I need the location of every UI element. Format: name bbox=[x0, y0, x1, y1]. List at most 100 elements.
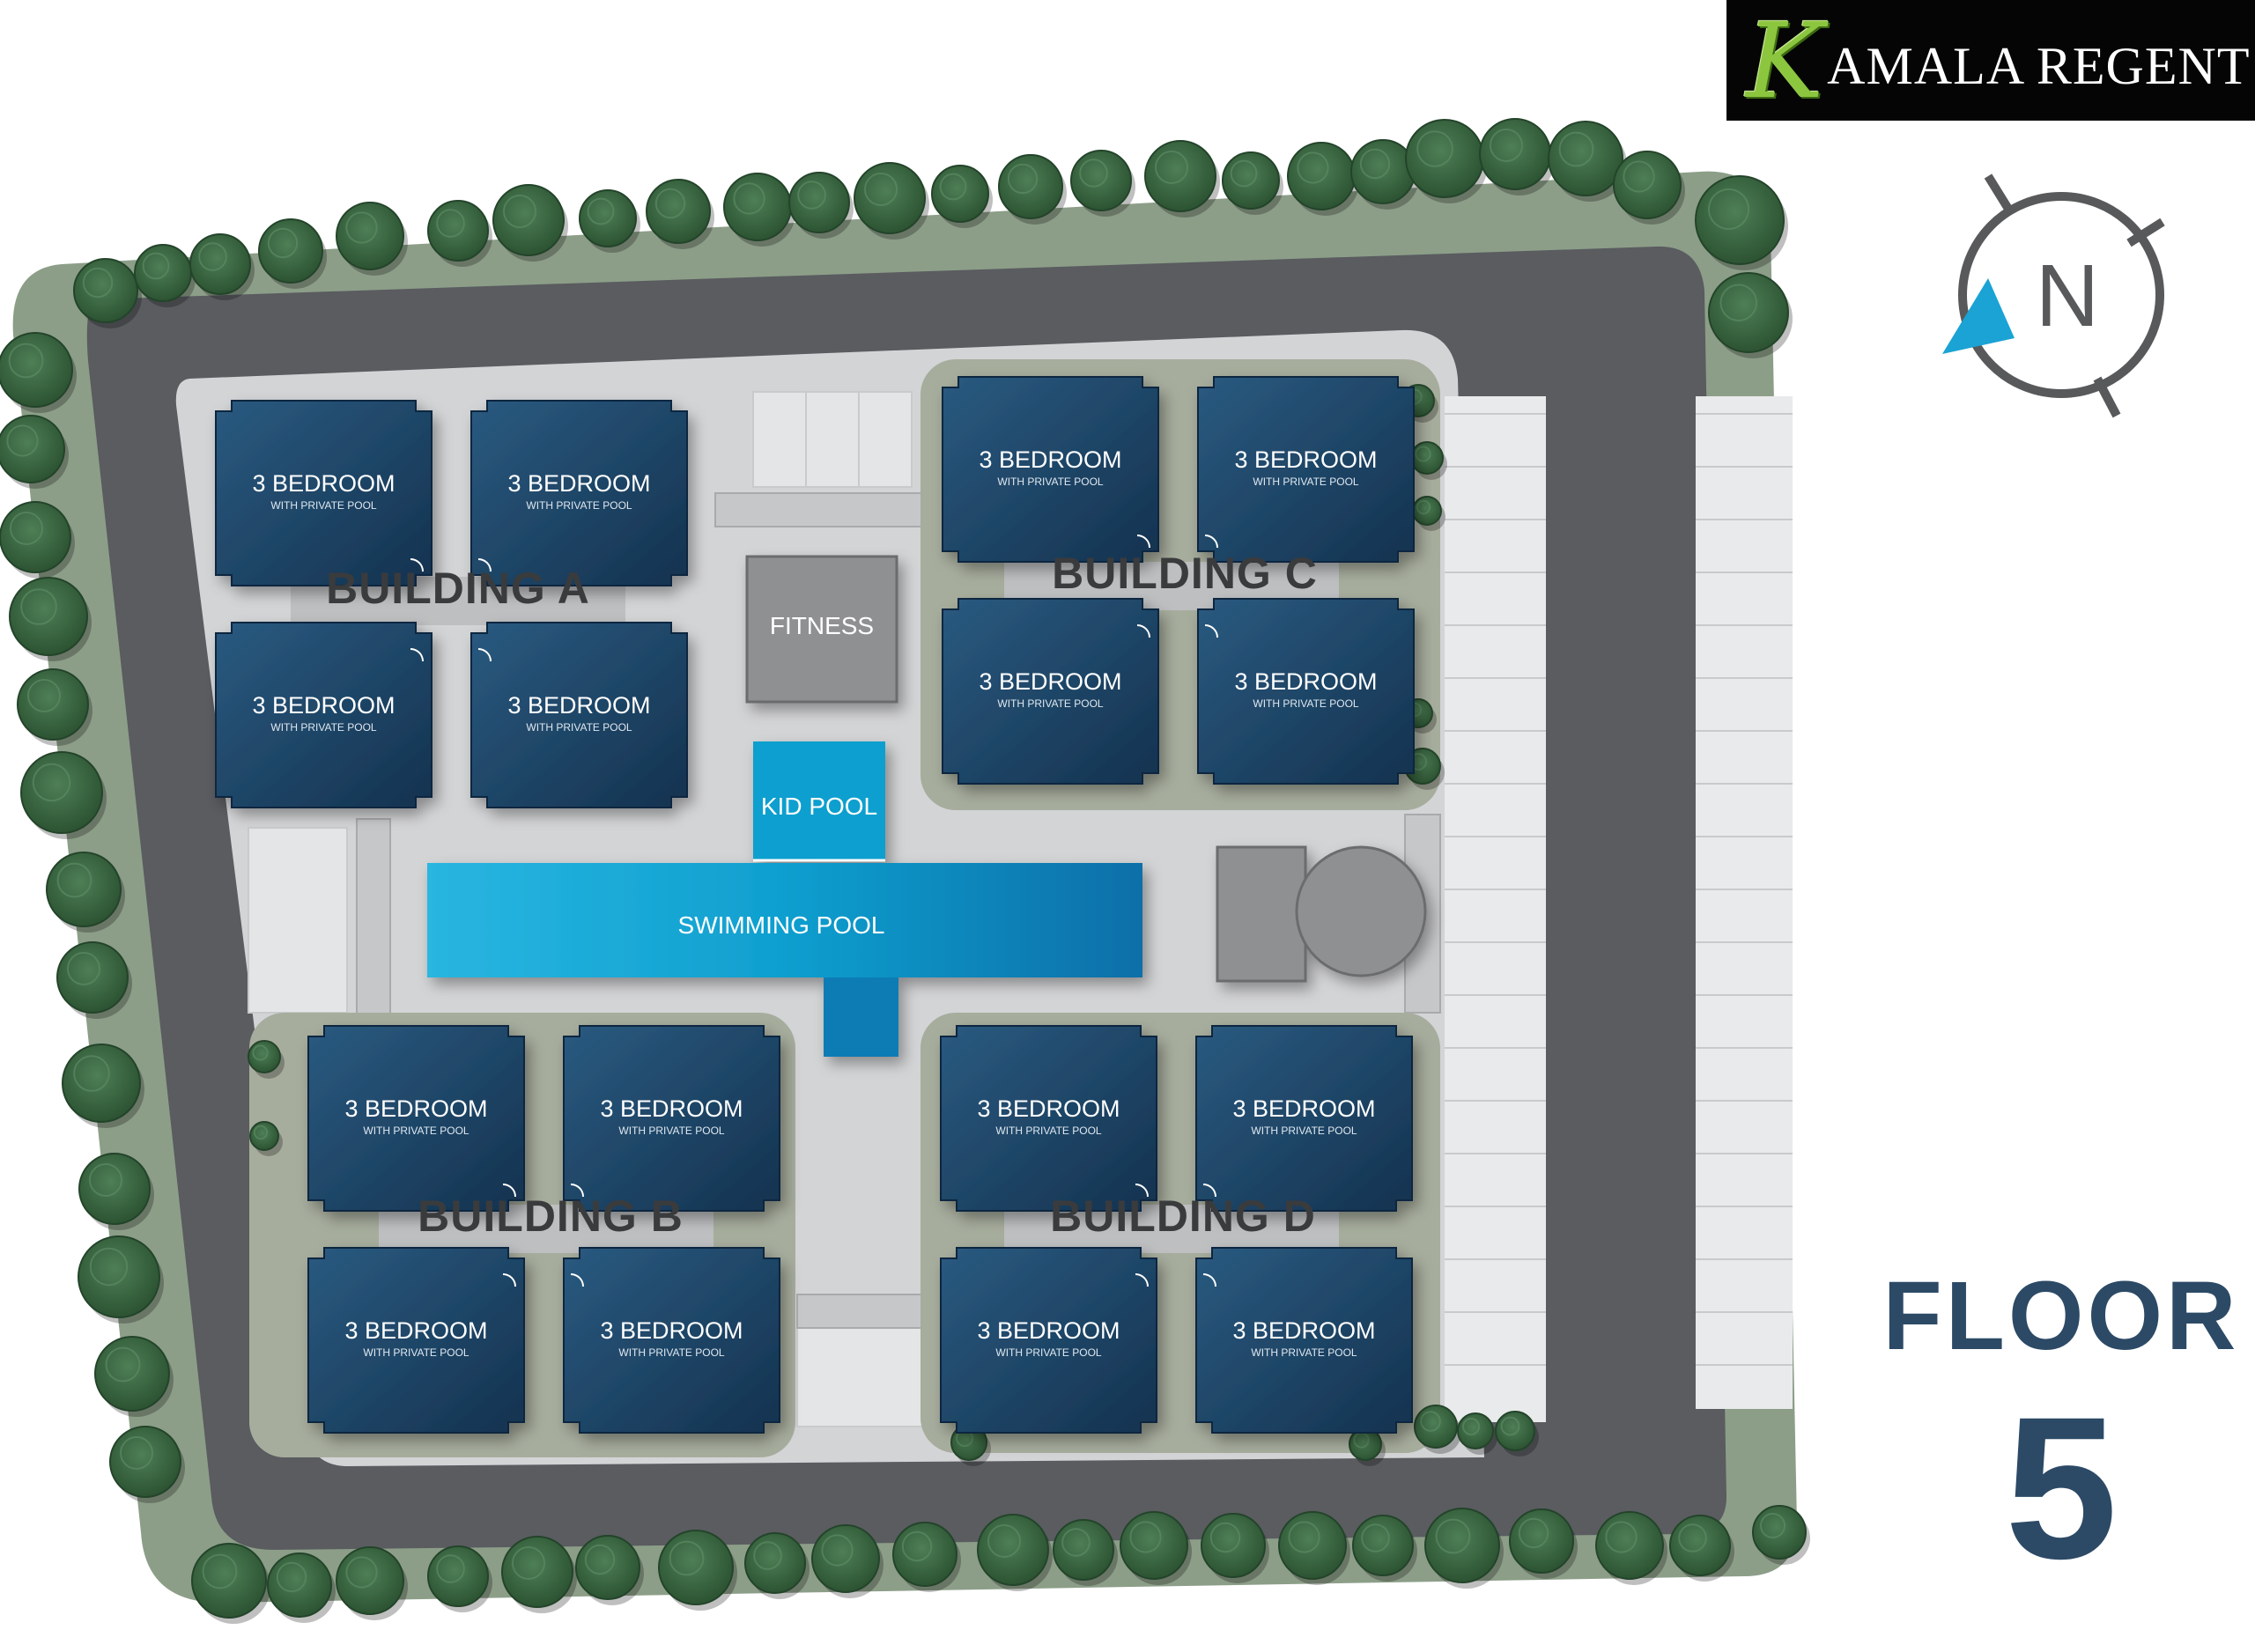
pavilion-block bbox=[1216, 845, 1307, 983]
unit-subtitle: WITH PRIVATE POOL bbox=[270, 721, 377, 734]
tree-canopy bbox=[654, 188, 686, 219]
tree-canopy bbox=[753, 1541, 782, 1570]
tree-canopy bbox=[1719, 284, 1757, 321]
tree bbox=[258, 218, 323, 284]
tree-canopy bbox=[1361, 1523, 1390, 1552]
door-icon bbox=[502, 1184, 516, 1198]
unit-subtitle: WITH PRIVATE POOL bbox=[997, 476, 1104, 488]
tree bbox=[1613, 151, 1682, 219]
tree-canopy bbox=[669, 1540, 705, 1576]
stairs bbox=[796, 1294, 930, 1329]
compass-letter: N bbox=[2036, 247, 2099, 345]
unit-subtitle: WITH PRIVATE POOL bbox=[618, 1125, 725, 1137]
tree-canopy bbox=[587, 197, 615, 225]
tree-canopy bbox=[345, 211, 378, 244]
unit-footprint bbox=[470, 400, 688, 586]
tree-canopy bbox=[73, 1055, 110, 1092]
floor-number: 5 bbox=[2005, 1375, 2118, 1601]
tree-canopy bbox=[436, 1554, 465, 1583]
tree-canopy bbox=[1605, 1521, 1638, 1553]
unit-title: 3 BEDROOM bbox=[507, 470, 650, 497]
tree bbox=[1695, 175, 1785, 265]
tree-canopy bbox=[32, 763, 71, 802]
unit-title: 3 BEDROOM bbox=[600, 1317, 743, 1344]
tree bbox=[501, 1536, 573, 1608]
parking-bay-lines bbox=[1445, 413, 1793, 1366]
tree-canopy bbox=[8, 343, 44, 379]
tree bbox=[78, 1235, 160, 1318]
tree-canopy bbox=[1288, 1521, 1320, 1553]
tree bbox=[1222, 151, 1280, 210]
door-icon bbox=[1204, 624, 1218, 638]
tree-canopy bbox=[1518, 1517, 1549, 1549]
tree bbox=[134, 244, 192, 302]
door-icon bbox=[410, 648, 424, 662]
unit-footprint bbox=[940, 1247, 1157, 1434]
unit-title: 3 BEDROOM bbox=[979, 446, 1121, 473]
unit-3-bedroom[interactable]: 3 BEDROOM WITH PRIVATE POOL bbox=[942, 376, 1159, 563]
tree bbox=[1457, 1412, 1494, 1449]
tree-canopy bbox=[105, 1346, 141, 1383]
unit-title: 3 BEDROOM bbox=[1232, 1317, 1375, 1344]
tree bbox=[1708, 272, 1789, 353]
tree bbox=[56, 941, 129, 1014]
unit-subtitle: WITH PRIVATE POOL bbox=[363, 1125, 469, 1137]
stairs bbox=[356, 818, 391, 1018]
tree-canopy bbox=[1209, 1522, 1241, 1553]
tree bbox=[109, 1426, 181, 1498]
unit-title: 3 BEDROOM bbox=[252, 692, 395, 719]
tree-canopy bbox=[89, 1163, 122, 1197]
tree-canopy bbox=[1490, 129, 1523, 162]
walkway bbox=[379, 1205, 713, 1253]
tree bbox=[1201, 1513, 1266, 1578]
unit-subtitle: WITH PRIVATE POOL bbox=[1251, 1125, 1357, 1137]
tree-canopy bbox=[821, 1534, 854, 1567]
unit-subtitle: WITH PRIVATE POOL bbox=[270, 499, 377, 512]
tree-canopy bbox=[120, 1436, 153, 1470]
tree bbox=[1479, 118, 1551, 190]
fitness-label: FITNESS bbox=[770, 612, 874, 639]
tree-canopy bbox=[733, 182, 765, 215]
unit-footprint bbox=[307, 1247, 525, 1434]
tree-canopy bbox=[901, 1530, 933, 1562]
tree bbox=[1070, 150, 1132, 211]
unit-footprint bbox=[563, 1025, 780, 1212]
tree bbox=[94, 1336, 170, 1412]
tree bbox=[0, 332, 73, 408]
tree-canopy bbox=[253, 1125, 269, 1140]
door-icon bbox=[1202, 1184, 1216, 1198]
unit-footprint bbox=[215, 400, 433, 586]
tree bbox=[1287, 142, 1356, 210]
tree bbox=[427, 1545, 489, 1607]
tree-line bbox=[0, 118, 1810, 1624]
tree bbox=[336, 1546, 404, 1615]
door-icon bbox=[1135, 1184, 1149, 1198]
tree bbox=[658, 1530, 734, 1605]
car-park-south bbox=[796, 1320, 930, 1427]
kid-pool-label: KID POOL bbox=[761, 793, 877, 820]
tree-canopy bbox=[276, 1561, 307, 1593]
door-icon bbox=[570, 1184, 584, 1198]
car-park-north bbox=[752, 391, 913, 488]
tree-canopy bbox=[797, 181, 826, 210]
tree-canopy bbox=[1415, 446, 1431, 462]
unit-3-bedroom[interactable]: 3 BEDROOM WITH PRIVATE POOL bbox=[215, 622, 433, 808]
tree bbox=[1548, 121, 1623, 196]
tree bbox=[492, 184, 565, 256]
